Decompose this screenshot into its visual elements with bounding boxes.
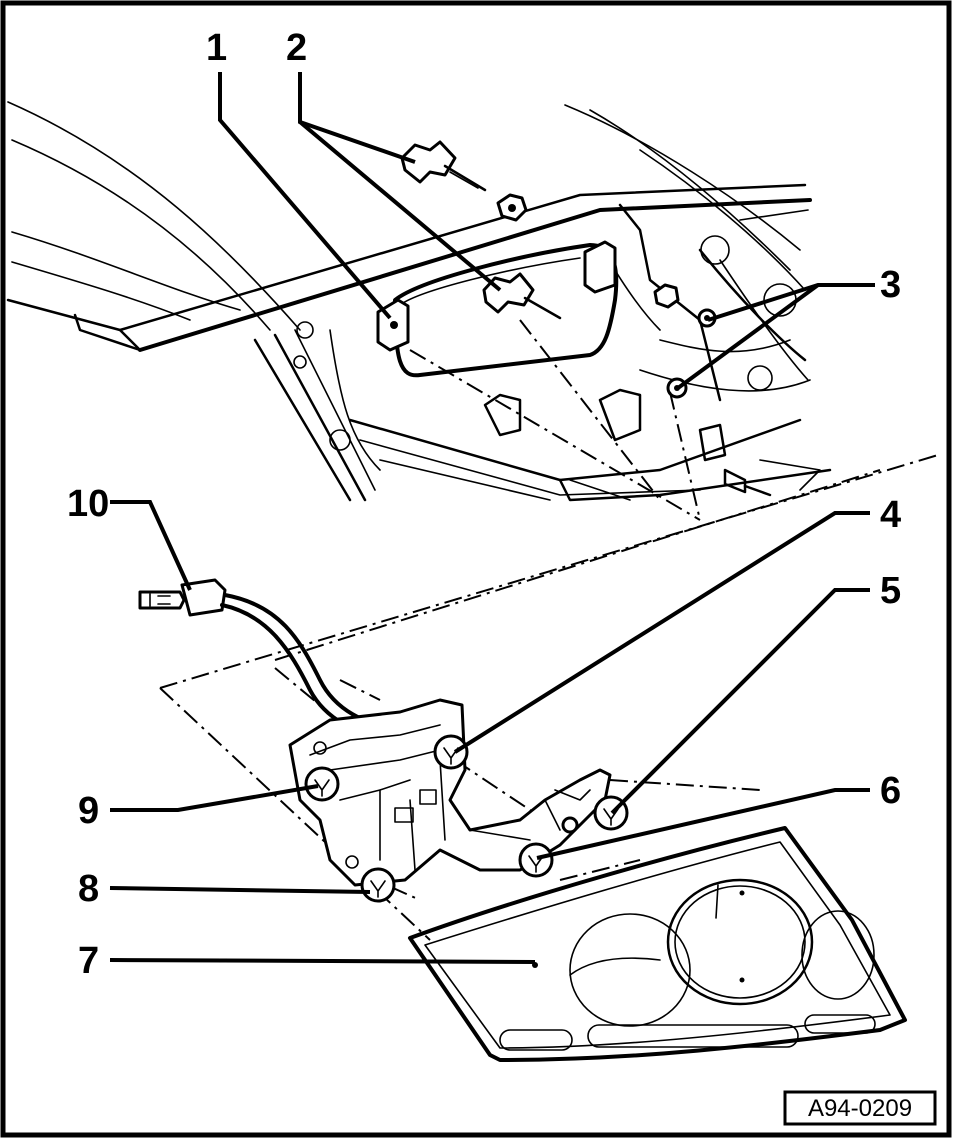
- hex-nut-icon: [653, 283, 680, 309]
- bulb-socket-icon: [304, 766, 340, 802]
- hex-nut-icon: [697, 308, 717, 328]
- leader-lines: [109, 72, 875, 964]
- reference-code-box: [783, 1090, 937, 1126]
- callout-7: 7: [78, 940, 99, 982]
- bulb-socket-icon: [561, 816, 579, 834]
- callout-6: 6: [880, 770, 901, 812]
- bulb-socket-icon: [433, 734, 469, 770]
- mounting-stud-icon: [723, 468, 772, 497]
- bracket-part-1b: [583, 240, 617, 294]
- callout-5: 5: [880, 570, 901, 612]
- vehicle-body-panel: [6, 101, 832, 502]
- tail-lamp-lens: [408, 826, 907, 1062]
- reference-code: A94-0209: [808, 1095, 912, 1122]
- bulb-socket-icon: [360, 867, 396, 903]
- bulb-socket-icon: [518, 842, 554, 878]
- callout-8: 8: [78, 868, 99, 910]
- callout-2: 2: [286, 27, 307, 69]
- assembly-guide-lines: [159, 319, 939, 941]
- mounting-stud-icon: [400, 140, 487, 192]
- mounting-stud-icon: [482, 272, 562, 320]
- callout-9: 9: [78, 790, 99, 832]
- callout-3: 3: [880, 264, 901, 306]
- bulb-carrier: [288, 698, 612, 887]
- hex-nut-icon: [496, 193, 528, 222]
- callout-4: 4: [880, 494, 901, 536]
- callout-10: 10: [67, 483, 109, 525]
- callout-1: 1: [206, 27, 227, 69]
